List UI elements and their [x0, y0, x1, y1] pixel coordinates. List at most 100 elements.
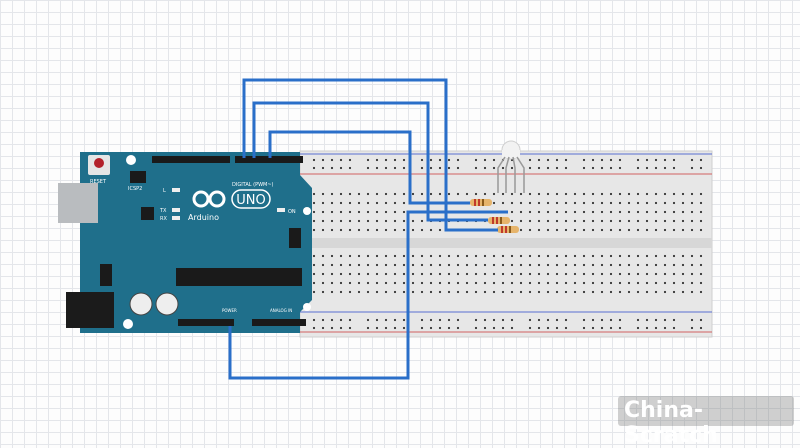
hole	[474, 192, 478, 196]
hole	[384, 263, 388, 267]
hole	[312, 219, 316, 223]
hole	[402, 263, 406, 267]
hole	[438, 263, 442, 267]
hole	[609, 272, 613, 276]
hole	[375, 318, 379, 322]
hole	[636, 210, 640, 214]
hole	[681, 228, 685, 232]
hole	[672, 166, 676, 170]
hole	[393, 201, 397, 205]
hole	[366, 326, 370, 330]
hole	[699, 228, 703, 232]
hole	[348, 326, 352, 330]
hole	[681, 210, 685, 214]
hole	[510, 219, 514, 223]
hole	[591, 290, 595, 294]
hole	[663, 254, 667, 258]
hole	[627, 228, 631, 232]
hole	[681, 272, 685, 276]
hole	[618, 201, 622, 205]
hole	[690, 263, 694, 267]
hole	[654, 210, 658, 214]
hole	[672, 281, 676, 285]
hole	[339, 192, 343, 196]
hole	[645, 272, 649, 276]
hole	[582, 158, 586, 162]
hole	[546, 158, 550, 162]
svg-text:TX: TX	[159, 208, 167, 214]
hole	[420, 290, 424, 294]
hole	[618, 254, 622, 258]
hole	[357, 201, 361, 205]
hole	[501, 281, 505, 285]
hole	[690, 318, 694, 322]
hole	[654, 272, 658, 276]
hole	[348, 158, 352, 162]
hole	[330, 318, 334, 322]
hole	[573, 192, 577, 196]
hole	[627, 272, 631, 276]
hole	[312, 281, 316, 285]
hole	[348, 166, 352, 170]
hole	[582, 318, 586, 322]
hole	[645, 201, 649, 205]
hole	[357, 210, 361, 214]
hole	[627, 290, 631, 294]
hole	[600, 254, 604, 258]
hole	[591, 281, 595, 285]
hole	[699, 318, 703, 322]
hole	[519, 254, 523, 258]
hole	[528, 318, 532, 322]
hole	[663, 219, 667, 223]
hole	[429, 158, 433, 162]
svg-text:POWER: POWER	[222, 308, 237, 313]
hole	[582, 228, 586, 232]
hole	[321, 318, 325, 322]
hole	[348, 290, 352, 294]
hole	[699, 290, 703, 294]
hole	[627, 254, 631, 258]
hole	[447, 192, 451, 196]
hole	[393, 326, 397, 330]
hole	[591, 192, 595, 196]
hole	[429, 281, 433, 285]
hole	[483, 272, 487, 276]
hole	[609, 219, 613, 223]
hole	[636, 272, 640, 276]
hole	[600, 228, 604, 232]
hole	[348, 281, 352, 285]
hole	[330, 219, 334, 223]
hole	[564, 228, 568, 232]
hole	[573, 263, 577, 267]
hole	[375, 228, 379, 232]
hole	[384, 318, 388, 322]
hole	[321, 166, 325, 170]
hole	[366, 192, 370, 196]
hole	[618, 326, 622, 330]
hole	[537, 272, 541, 276]
hole	[600, 290, 604, 294]
hole	[618, 228, 622, 232]
hole	[627, 219, 631, 223]
hole	[627, 281, 631, 285]
hole	[348, 210, 352, 214]
hole	[348, 228, 352, 232]
hole	[690, 158, 694, 162]
hole	[339, 219, 343, 223]
hole	[546, 166, 550, 170]
hole	[492, 272, 496, 276]
hole	[465, 272, 469, 276]
hole	[474, 272, 478, 276]
hole	[663, 318, 667, 322]
hole	[402, 166, 406, 170]
hole	[366, 210, 370, 214]
hole	[636, 318, 640, 322]
hole	[357, 228, 361, 232]
hole	[321, 281, 325, 285]
header-left	[152, 156, 230, 163]
hole	[537, 326, 541, 330]
hole	[411, 263, 415, 267]
hole	[645, 290, 649, 294]
hole	[339, 158, 343, 162]
hole	[636, 281, 640, 285]
